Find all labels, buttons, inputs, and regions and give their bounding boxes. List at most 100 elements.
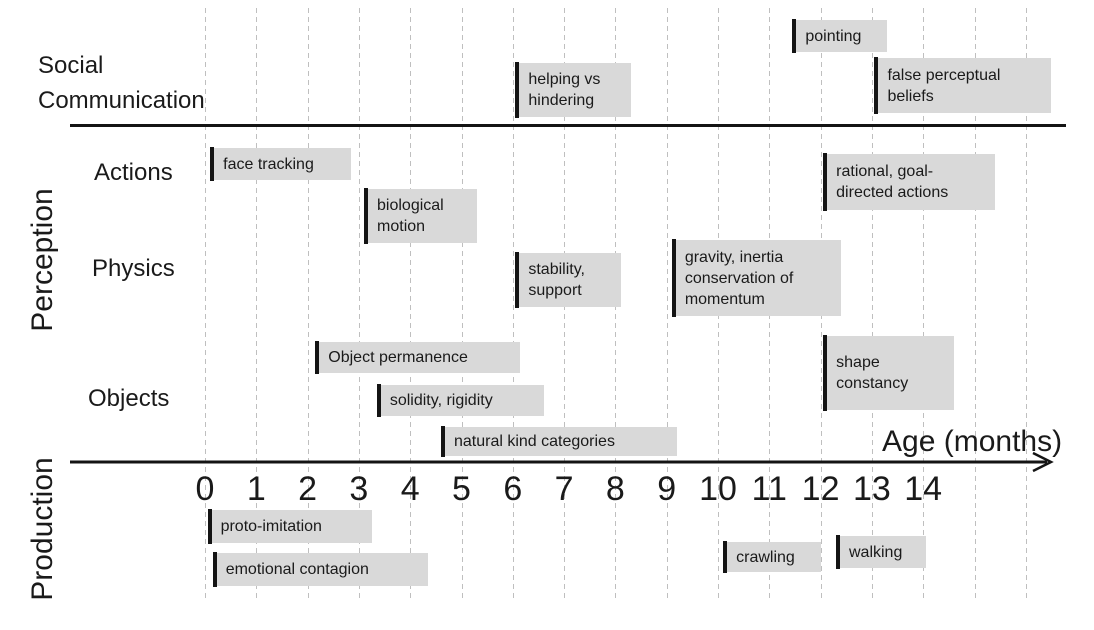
milestone-solidity-rigidity: solidity, rigidity <box>376 384 544 417</box>
section-divider-line <box>70 124 1066 127</box>
onset-bar-object-permanence <box>315 341 320 374</box>
milestone-shape-constancy: shape constancy <box>823 335 954 411</box>
x-axis-tick-6: 6 <box>503 470 523 508</box>
gridline-month-9 <box>666 8 668 602</box>
gridline-month-5 <box>461 8 463 602</box>
gridline-month-3 <box>358 8 360 602</box>
milestone-helping-vs-hindering: helping vs hindering <box>515 62 631 118</box>
x-axis-tick-12: 12 <box>801 470 840 508</box>
milestone-object-permanence: Object permanence <box>315 341 521 374</box>
milestone-walking: walking <box>835 535 926 569</box>
milestone-box-stability-support: stability,support <box>519 253 621 307</box>
milestone-label-line: conservation of <box>684 269 794 287</box>
milestone-crawling: crawling <box>723 541 821 573</box>
social-label-line2: Communication <box>38 87 205 114</box>
milestone-stability-support: stability,support <box>515 252 621 308</box>
milestone-box-shape-constancy: shape constancy <box>827 336 954 410</box>
gridline-month-16 <box>1025 8 1027 602</box>
gridline-month-13 <box>871 8 873 602</box>
onset-bar-crawling <box>723 541 728 573</box>
milestone-natural-kind-categories: natural kind categories <box>440 426 677 457</box>
onset-bar-rational-goal-directed-actions <box>823 153 828 211</box>
onset-bar-natural-kind-categories <box>440 426 445 457</box>
row-label-objects: Objects <box>88 385 170 412</box>
row-label-physics: Physics <box>92 255 175 282</box>
milestone-face-tracking: face tracking <box>210 147 352 181</box>
gridline-month-0 <box>205 8 206 602</box>
onset-bar-pointing <box>792 19 797 53</box>
milestone-label-line: proto-imitation <box>220 518 322 535</box>
milestone-label-line: Object permanence <box>328 349 468 366</box>
milestone-label-line: shape <box>836 354 880 371</box>
milestone-label-line: pointing <box>805 27 862 45</box>
x-axis-tick-14: 14 <box>904 470 943 508</box>
gridline-month-4 <box>410 8 412 602</box>
milestone-box-natural-kind-categories: natural kind categories <box>444 427 677 456</box>
x-axis-title: Age (months) <box>882 425 1063 458</box>
milestone-emotional-contagion: emotional contagion <box>212 552 429 587</box>
milestone-label-line: walking <box>848 543 903 561</box>
onset-bar-solidity-rigidity <box>376 384 381 417</box>
gridline-month-1 <box>256 8 258 602</box>
x-axis-tick-3: 3 <box>349 470 369 508</box>
milestone-box-false-perceptual-beliefs: false perceptual beliefs <box>878 58 1052 113</box>
milestone-gravity-inertia-conservation-of-momentum: gravity, inertia conservation of momentum <box>671 239 842 317</box>
milestone-label-line: momentum <box>684 290 765 308</box>
onset-bar-proto-imitation <box>207 509 212 544</box>
milestone-label-line: constancy <box>836 375 909 392</box>
x-axis-tick-13: 13 <box>852 470 891 508</box>
x-axis-tick-2: 2 <box>298 470 318 508</box>
milestone-label-line: natural kind categories <box>453 433 615 450</box>
x-axis-arrow <box>70 451 1054 473</box>
milestone-label-line: gravity, inertia <box>684 248 784 266</box>
onset-bar-biological-motion <box>364 188 369 244</box>
milestone-label-line: beliefs <box>887 87 934 105</box>
gridline-month-6 <box>512 8 514 602</box>
milestone-label-line: rational, goal- <box>836 163 934 180</box>
gridline-month-14 <box>923 8 925 602</box>
onset-bar-shape-constancy <box>823 335 828 411</box>
milestone-box-rational-goal-directed-actions: rational, goal-directed actions <box>827 154 995 210</box>
milestone-box-walking: walking <box>839 536 926 568</box>
milestone-box-object-permanence: Object permanence <box>319 342 521 373</box>
x-axis-tick-11: 11 <box>751 470 787 508</box>
x-axis-tick-5: 5 <box>452 470 471 508</box>
milestone-box-gravity-inertia-conservation-of-momentum: gravity, inertia conservation of momentum <box>675 240 842 316</box>
gridline-month-2 <box>307 8 309 602</box>
milestone-pointing: pointing <box>792 19 888 53</box>
milestone-label-line: false perceptual <box>887 66 1001 84</box>
milestone-box-pointing: pointing <box>796 20 888 52</box>
x-axis-tick-9: 9 <box>657 470 677 508</box>
onset-bar-face-tracking <box>210 147 215 181</box>
x-axis-tick-1: 1 <box>246 470 266 508</box>
section-label-production: Production <box>26 457 59 601</box>
milestone-label-line: helping vs <box>528 71 601 88</box>
onset-bar-walking <box>835 535 840 569</box>
milestone-label-line: solidity, rigidity <box>389 392 493 409</box>
onset-bar-stability-support <box>515 252 520 308</box>
x-axis-tick-4: 4 <box>400 470 420 508</box>
milestone-proto-imitation: proto-imitation <box>207 509 372 544</box>
onset-bar-emotional-contagion <box>212 552 217 587</box>
milestone-box-helping-vs-hindering: helping vs hindering <box>519 63 631 117</box>
milestone-rational-goal-directed-actions: rational, goal-directed actions <box>823 153 995 211</box>
gridline-month-15 <box>974 8 976 602</box>
milestone-label-line: motion <box>377 218 426 235</box>
milestone-box-face-tracking: face tracking <box>214 148 352 180</box>
milestone-box-proto-imitation: proto-imitation <box>211 510 372 543</box>
milestone-label-line: hindering <box>528 92 595 109</box>
onset-bar-false-perceptual-beliefs <box>874 57 879 114</box>
milestone-label-line: support <box>528 282 582 299</box>
milestone-false-perceptual-beliefs: false perceptual beliefs <box>874 57 1052 114</box>
onset-bar-gravity-inertia-conservation-of-momentum <box>671 239 676 317</box>
row-label-actions: Actions <box>94 159 173 186</box>
milestone-box-emotional-contagion: emotional contagion <box>216 553 429 586</box>
milestone-label-line: face tracking <box>223 155 314 173</box>
milestone-box-crawling: crawling <box>727 542 821 572</box>
onset-bar-helping-vs-hindering <box>515 62 520 118</box>
section-label-perception: Perception <box>26 188 59 332</box>
milestone-label-line: crawling <box>736 548 795 566</box>
